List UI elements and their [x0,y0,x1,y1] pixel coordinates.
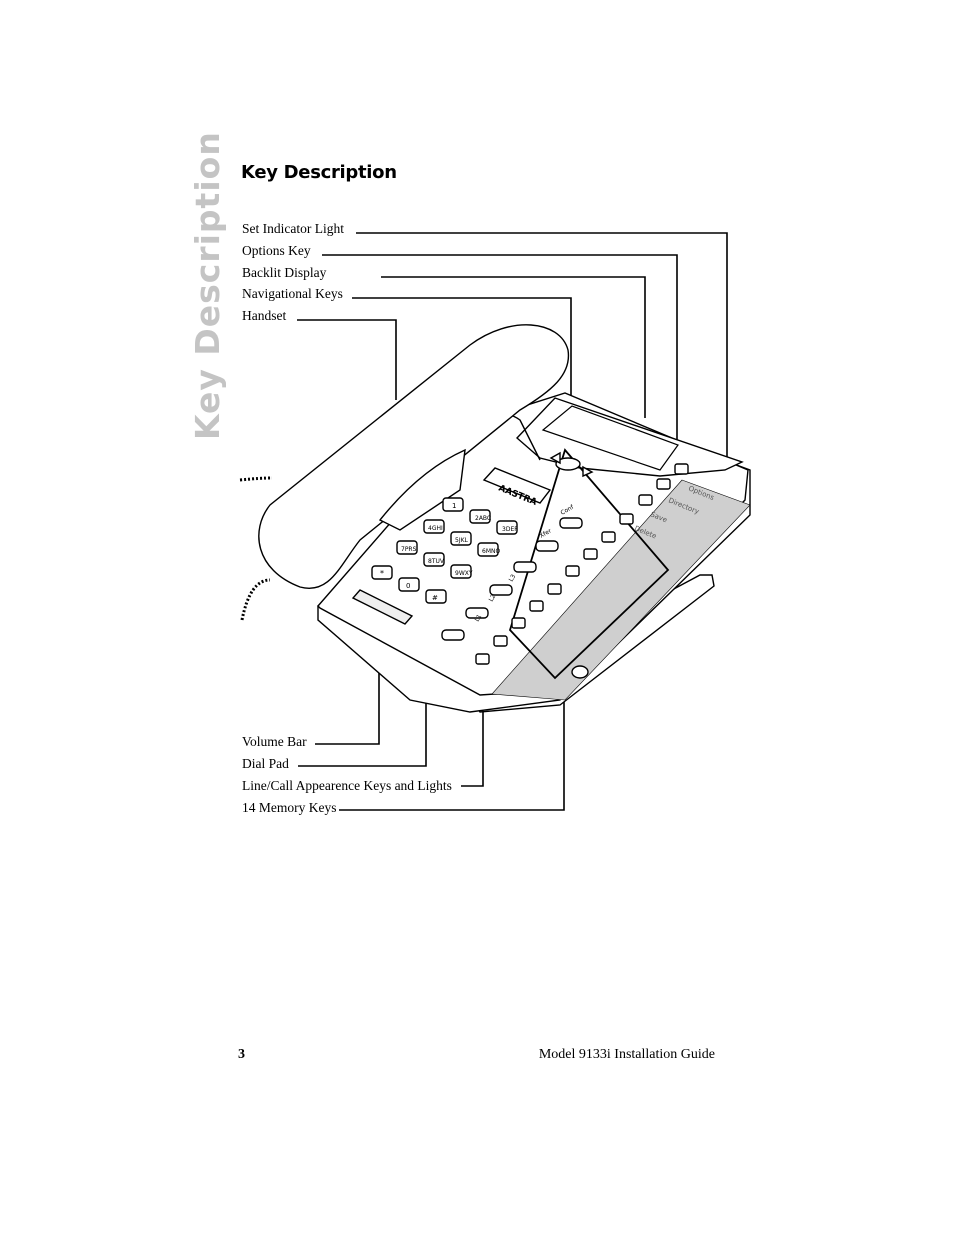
footer-title: Model 9133i Installation Guide [538,1047,715,1062]
fkey-l2: L2 [488,593,498,603]
label-backlit-display: Backlit Display [242,265,327,280]
key-0: 0 [406,582,410,590]
key-8: 8TUV [428,558,445,565]
label-line-call-keys: Line/Call Appearence Keys and Lights [242,778,452,793]
phone-body [239,324,751,713]
key-5: 5JKL [455,537,469,544]
key-star: * [380,569,384,578]
label-set-indicator-light: Set Indicator Light [242,221,344,236]
page-number: 3 [238,1047,245,1062]
key-1: 1 [452,502,456,510]
label-options-key: Options Key [242,243,311,258]
key-4: 4GHI [428,525,443,532]
fkey-l3: L3 [508,573,518,583]
page-heading: Key Description [241,162,397,183]
label-navigational-keys: Navigational Keys [242,286,343,301]
key-7: 7PRS [401,546,417,553]
key-9: 9WXY [455,570,473,577]
fkey-l1: L1 [474,613,484,623]
key-hash: # [432,594,438,602]
key-6: 6MNO [482,548,500,555]
key-3: 3DEF [502,526,518,533]
label-dial-pad: Dial Pad [242,756,289,771]
label-memory-keys: 14 Memory Keys [242,800,337,815]
label-handset: Handset [242,308,287,323]
key-2: 2ABC [475,515,491,522]
label-volume-bar: Volume Bar [242,734,307,749]
